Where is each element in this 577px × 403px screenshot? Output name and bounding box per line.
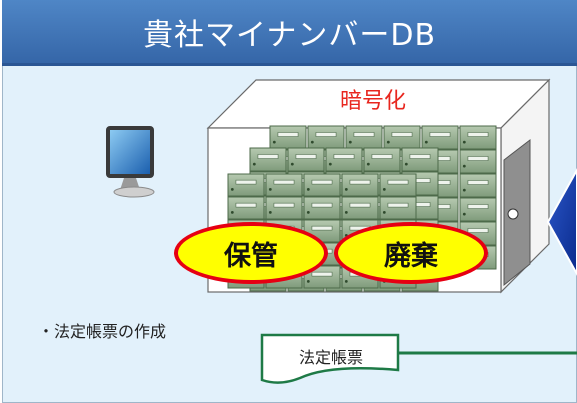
bullet-item: ・法定帳票の作成: [38, 322, 167, 341]
computer-icon: [106, 126, 155, 198]
store-badge: 保管: [174, 222, 328, 284]
title-text: 貴社マイナンバーDB: [142, 17, 437, 53]
store-label: 保管: [224, 240, 278, 272]
dispose-label: 廃棄: [384, 240, 438, 272]
page-title: 貴社マイナンバーDB: [2, 0, 577, 66]
dispose-badge: 廃棄: [334, 222, 488, 284]
arrow-shape: [546, 167, 577, 277]
encrypt-label: 暗号化: [320, 83, 426, 115]
document-shape: [260, 333, 400, 384]
document-label: 法定帳票: [298, 348, 363, 367]
